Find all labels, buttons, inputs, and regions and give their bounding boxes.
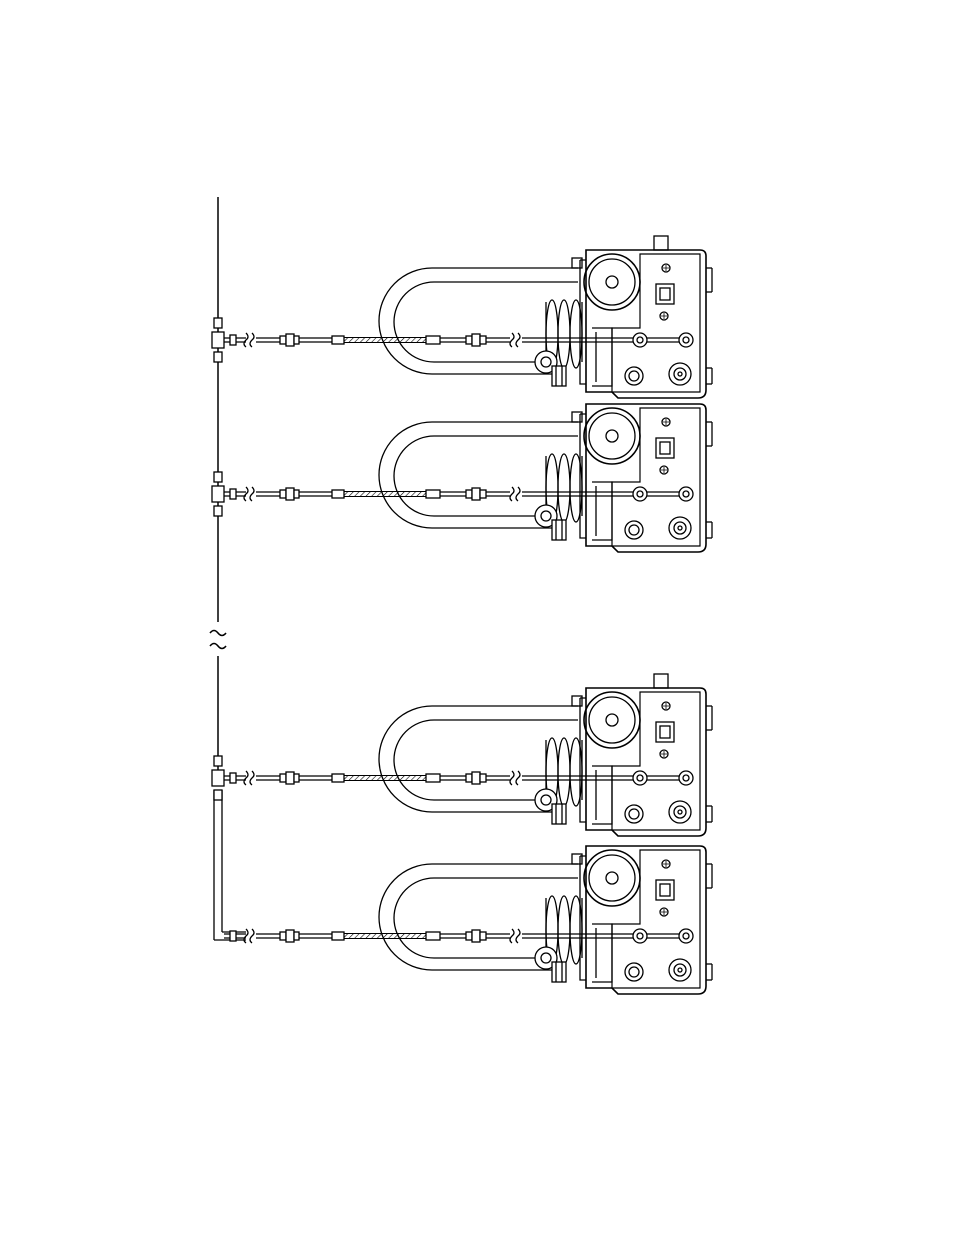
tee-connector-icon <box>212 318 224 362</box>
instrument-unit-3 <box>212 674 712 836</box>
tee-connector-icon <box>212 472 224 516</box>
instrument-unit-1 <box>212 236 712 398</box>
instrument-unit-2 <box>212 404 712 552</box>
return-pipe <box>214 790 246 940</box>
tee-connector-icon <box>212 756 224 800</box>
instrument-unit-4 <box>224 846 712 994</box>
break-icon <box>210 631 226 649</box>
